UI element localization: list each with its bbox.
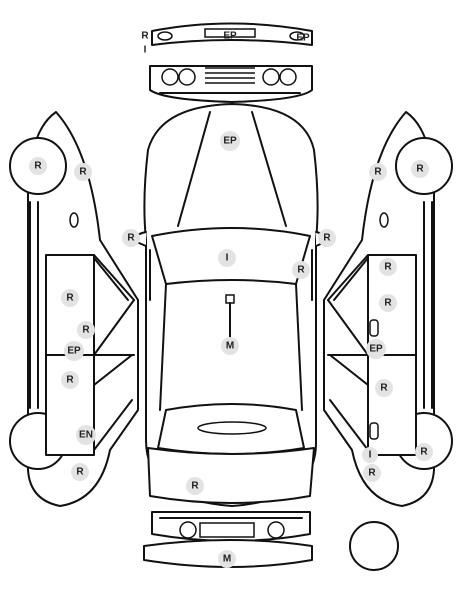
svg-text:R: R (374, 167, 382, 178)
badge-rear-bumper-m: M (218, 550, 236, 568)
badge-front-right-ep: EP (296, 33, 310, 44)
svg-text:R: R (420, 447, 428, 458)
badge-left-rear-quarter-r: R (71, 463, 89, 481)
badge-right-rear-wheel-r: R (415, 443, 433, 461)
svg-text:R: R (141, 31, 149, 42)
badge-front-left-i: I (144, 45, 147, 56)
badge-windshield-i: I (218, 249, 236, 267)
left-side-view (9, 111, 139, 507)
svg-text:I: I (144, 45, 147, 56)
badge-right-front-door-r: R (379, 294, 397, 312)
badge-right-fender-r: R (369, 163, 387, 181)
svg-text:R: R (380, 383, 388, 394)
svg-text:R: R (416, 164, 424, 175)
svg-text:M: M (226, 341, 234, 352)
badge-right-a-pillar-r: R (292, 261, 310, 279)
badge-front-left-r: R (141, 31, 149, 42)
svg-text:EP: EP (223, 31, 237, 42)
svg-text:M: M (223, 554, 231, 565)
badge-trunk-r: R (186, 477, 204, 495)
svg-text:EP: EP (369, 344, 383, 355)
badge-hood-ep: EP (220, 131, 240, 151)
badge-right-sill-ep: EP (366, 339, 386, 359)
svg-text:R: R (191, 481, 199, 492)
badge-front-ep: EP (223, 31, 237, 42)
badge-right-rear-door-r: R (375, 379, 393, 397)
badge-left-sill-ep: EP (64, 341, 84, 361)
badge-left-rear-door-r: R (61, 371, 79, 389)
svg-text:R: R (76, 467, 84, 478)
badge-roof-m: M (221, 337, 239, 355)
badge-left-rear-handle-en: EN (76, 425, 96, 445)
svg-text:R: R (127, 233, 135, 244)
badge-right-front-wheel-r: R (411, 160, 429, 178)
badge-left-front-wheel-r: R (29, 157, 47, 175)
car-top-view (131, 103, 331, 507)
svg-text:EP: EP (223, 136, 237, 147)
svg-text:EP: EP (296, 33, 310, 44)
badge-right-front-door-upper-r: R (379, 258, 397, 276)
badge-right-rear-i: I (362, 447, 378, 463)
svg-text:R: R (66, 375, 74, 386)
badge-left-mirror-r: R (122, 229, 140, 247)
svg-text:R: R (384, 262, 392, 273)
front-bumper-view (151, 22, 313, 46)
svg-text:R: R (297, 265, 305, 276)
badge-right-mirror-r: R (318, 229, 336, 247)
svg-text:R: R (34, 161, 42, 172)
svg-text:R: R (384, 298, 392, 309)
svg-text:R: R (82, 325, 90, 336)
badge-left-front-door-r: R (61, 289, 79, 307)
badge-right-rear-quarter-r: R (363, 464, 381, 482)
badge-left-front-handle-r: R (77, 321, 95, 339)
svg-text:R: R (79, 167, 87, 178)
spare-wheel (349, 521, 399, 571)
svg-text:I: I (226, 253, 229, 264)
svg-text:EP: EP (67, 346, 81, 357)
svg-text:R: R (368, 468, 376, 479)
front-grille-view (149, 65, 313, 103)
badge-left-fender-r: R (74, 163, 92, 181)
svg-text:R: R (66, 293, 74, 304)
svg-text:R: R (323, 233, 331, 244)
svg-text:EN: EN (79, 430, 93, 441)
svg-text:I: I (369, 450, 372, 461)
